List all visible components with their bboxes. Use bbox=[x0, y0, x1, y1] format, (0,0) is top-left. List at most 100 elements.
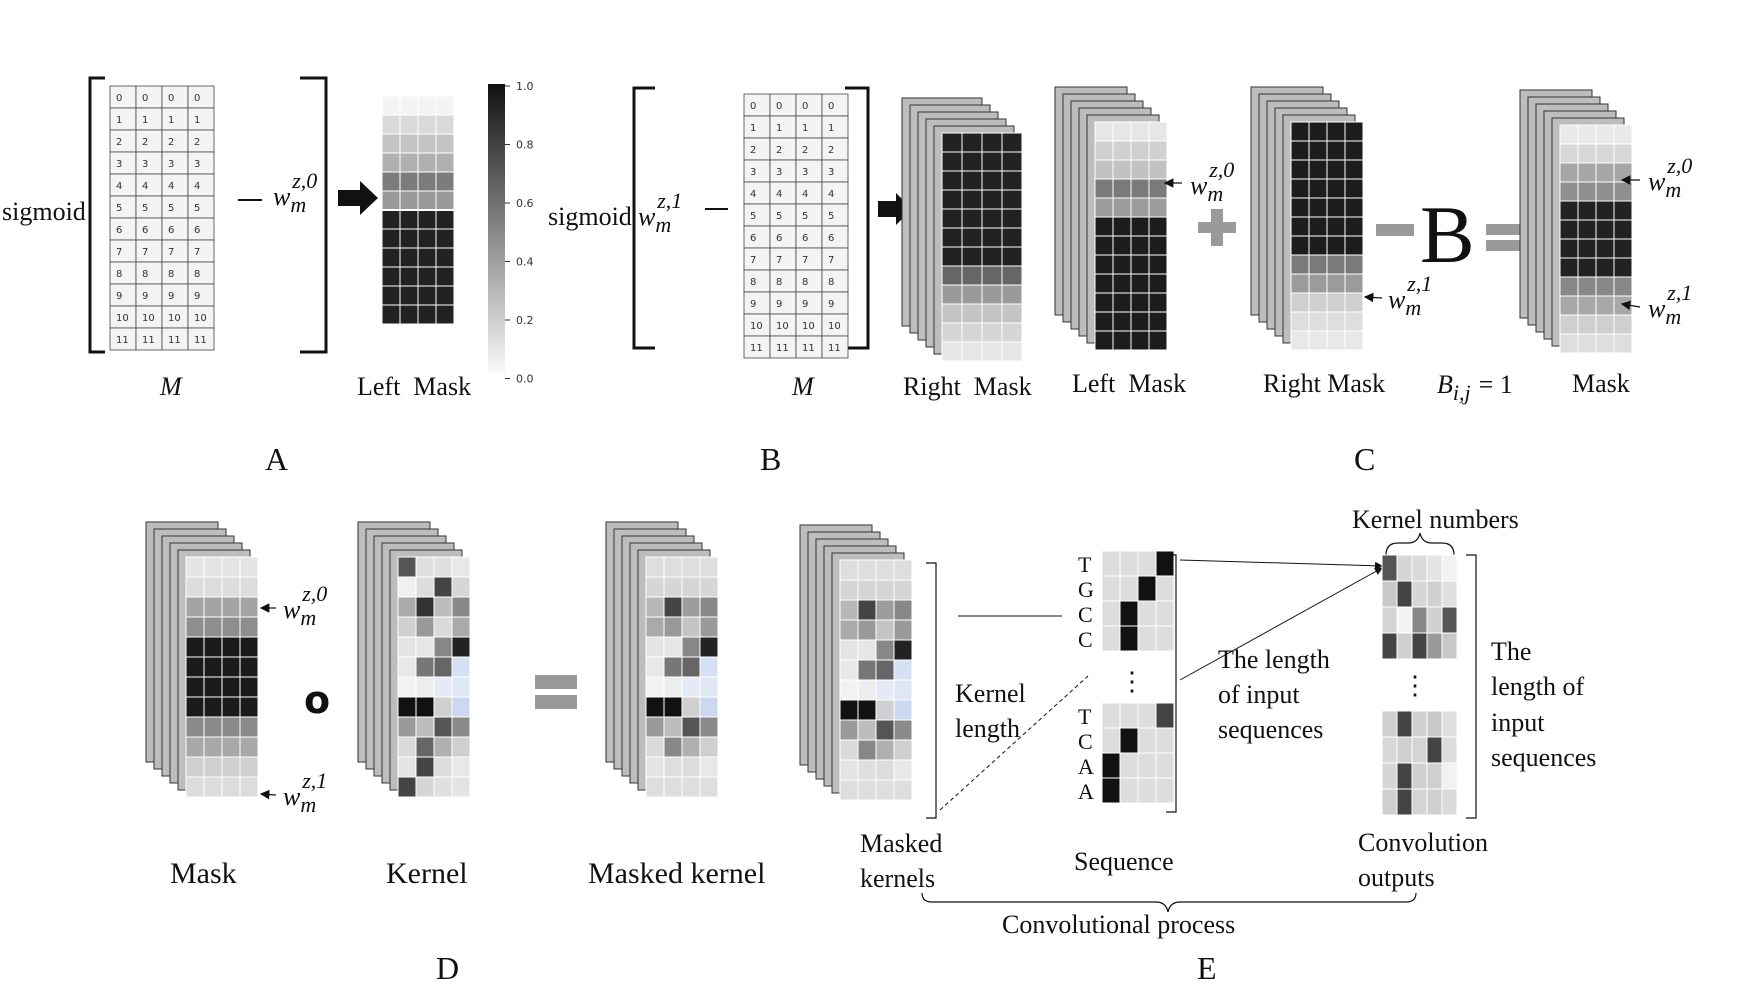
grid-cell bbox=[1595, 333, 1615, 354]
matrix-cell bbox=[795, 93, 823, 117]
matrix-cell-value: 4 bbox=[194, 181, 200, 192]
matrix-cell-value: 10 bbox=[168, 313, 181, 324]
grid-cell bbox=[857, 759, 877, 781]
matrix-cell-value: 3 bbox=[168, 159, 174, 170]
matrix-cell bbox=[135, 129, 163, 153]
grid-cell bbox=[1344, 121, 1364, 142]
grid-cell bbox=[381, 304, 401, 325]
grid-cell bbox=[1577, 314, 1597, 335]
matrix-cell bbox=[795, 203, 823, 227]
grid-cell bbox=[433, 616, 453, 638]
matrix-cell-value: 11 bbox=[168, 335, 181, 346]
grid-cell bbox=[399, 228, 419, 249]
grid-cell bbox=[1595, 200, 1615, 221]
grid-cell bbox=[857, 779, 877, 801]
grid-cell bbox=[1344, 292, 1364, 313]
grid-cell bbox=[415, 656, 435, 678]
grid-cell bbox=[961, 132, 983, 153]
grid-cell bbox=[941, 265, 963, 286]
grid-cell bbox=[1155, 600, 1175, 627]
matrix-label-a: M bbox=[159, 372, 183, 401]
matrix-cell-value: 2 bbox=[776, 145, 782, 156]
grid-cell bbox=[1148, 178, 1168, 199]
grid-cell bbox=[221, 636, 241, 658]
matrix-cell bbox=[821, 203, 849, 227]
grid-cell bbox=[1381, 606, 1398, 634]
matrix-cell bbox=[821, 269, 849, 293]
matrix-cell bbox=[161, 151, 189, 175]
grid-cell bbox=[397, 716, 417, 738]
grid-cell bbox=[1290, 197, 1310, 218]
w1-pointer-c2 bbox=[1620, 300, 1641, 311]
grid-cell bbox=[1577, 295, 1597, 316]
grid-cell bbox=[1396, 606, 1413, 634]
grid-cell bbox=[1290, 311, 1310, 332]
matrix-cell-value: 10 bbox=[776, 321, 789, 332]
grid-cell bbox=[1130, 159, 1150, 180]
grid-cell bbox=[415, 696, 435, 718]
matrix-cell-value: 2 bbox=[802, 145, 808, 156]
grid-cell bbox=[185, 696, 205, 718]
grid-cell bbox=[681, 616, 701, 638]
grid-cell bbox=[435, 114, 455, 135]
conv-outputs-line1: Convolution bbox=[1358, 828, 1488, 857]
grid-cell bbox=[221, 696, 241, 718]
grid-cell bbox=[381, 266, 401, 287]
grid-cell bbox=[1101, 575, 1121, 602]
grid-cell bbox=[417, 171, 437, 192]
grid-cell bbox=[417, 266, 437, 287]
grid-cell bbox=[893, 599, 913, 621]
matrix-cell bbox=[109, 107, 137, 131]
grid-cell bbox=[451, 776, 471, 798]
grid-cell bbox=[417, 247, 437, 268]
grid-cell bbox=[433, 676, 453, 698]
colorbar-tick-label: 0.6 bbox=[516, 197, 534, 210]
grid-cell bbox=[399, 209, 419, 230]
matrix-cell bbox=[769, 203, 797, 227]
b-matrix-symbol: B bbox=[1420, 189, 1475, 280]
matrix-cell bbox=[161, 239, 189, 263]
grid-cell bbox=[1148, 330, 1168, 351]
grid-cell bbox=[699, 736, 719, 758]
grid-cell bbox=[399, 171, 419, 192]
matrix-cell bbox=[769, 225, 797, 249]
grid-cell bbox=[1577, 124, 1597, 145]
grid-cell bbox=[221, 776, 241, 798]
grid-cell bbox=[1344, 159, 1364, 180]
grid-cell bbox=[1148, 311, 1168, 332]
grid-cell bbox=[875, 639, 895, 661]
panel-d: wmz,0 wmz,1 o Mask Kernel Masked kernel … bbox=[145, 521, 765, 986]
matrix-cell-value: 8 bbox=[802, 277, 808, 288]
grid-cell bbox=[681, 636, 701, 658]
matrix-cell-value: 8 bbox=[168, 269, 174, 280]
grid-cell bbox=[381, 209, 401, 230]
matrix-cell bbox=[821, 159, 849, 183]
matrix-cell bbox=[161, 85, 189, 109]
grid-cell bbox=[645, 656, 665, 678]
matrix-cell-value: 2 bbox=[194, 137, 200, 148]
grid-cell bbox=[663, 696, 683, 718]
grid-cell bbox=[1326, 159, 1346, 180]
grid-cell bbox=[239, 736, 259, 758]
grid-cell bbox=[681, 656, 701, 678]
matrix-cell bbox=[821, 247, 849, 271]
grid-cell bbox=[699, 556, 719, 578]
grid-cell bbox=[417, 95, 437, 116]
grid-cell bbox=[1101, 777, 1121, 804]
matrix-cell-value: 6 bbox=[142, 225, 148, 236]
matrix-cell bbox=[135, 151, 163, 175]
grid-cell bbox=[435, 133, 455, 154]
grid-cell bbox=[1595, 143, 1615, 164]
matrix-cell bbox=[109, 85, 137, 109]
grid-cell bbox=[1441, 554, 1458, 582]
right-bracket-b bbox=[845, 86, 870, 350]
grid-cell bbox=[981, 132, 1003, 153]
matrix-cell-value: 9 bbox=[168, 291, 174, 302]
grid-cell bbox=[185, 736, 205, 758]
panel-letter-a: A bbox=[265, 441, 288, 477]
grid-cell bbox=[1613, 200, 1633, 221]
grid-cell bbox=[893, 659, 913, 681]
matrix-cell-value: 8 bbox=[194, 269, 200, 280]
